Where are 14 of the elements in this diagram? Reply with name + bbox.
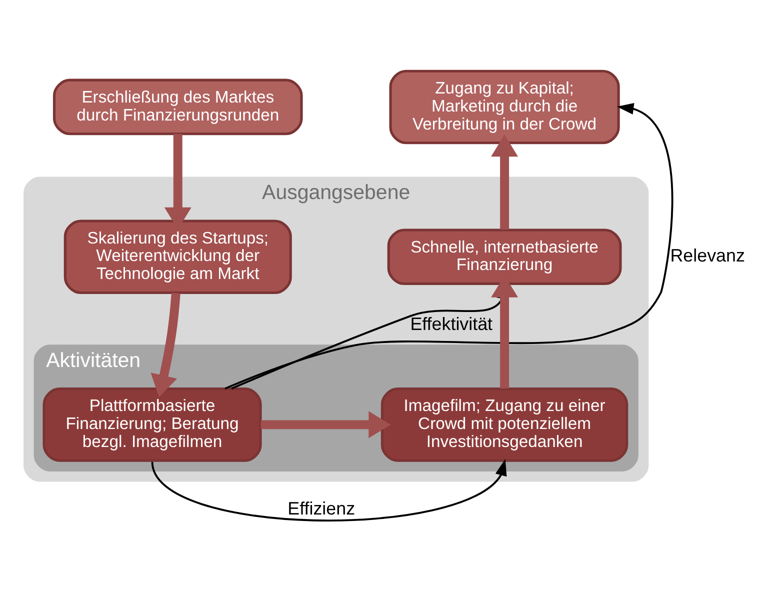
arrow [491, 134, 518, 230]
edge-label: Relevanz [670, 246, 745, 266]
node-box: Skalierung des Startups; Weiterentwicklung der Technologie am Markt [64, 220, 292, 294]
arrow [224, 102, 674, 390]
node-box: Erschließung des Marktes durch Finanzierungsrunden [52, 78, 303, 136]
node-box: Schnelle, internetbasierte Finanzierung [387, 228, 622, 286]
arrow [150, 292, 180, 398]
node-box: Zugang zu Kapital; Marketing durch die Verbreitung in der Crowd [389, 70, 620, 144]
edge-label: Effizienz [288, 498, 356, 519]
arrow [260, 411, 391, 438]
edge-label: Effektivität [410, 314, 493, 334]
arrow [151, 459, 507, 522]
node-box: Plattformbasierte Finanzierung; Beratung bezgl. Imagefilmen [42, 388, 262, 462]
node-box: Imagefilm; Zugang zu einer Crowd mit potenziellem Investitionsgedanken [380, 388, 628, 462]
